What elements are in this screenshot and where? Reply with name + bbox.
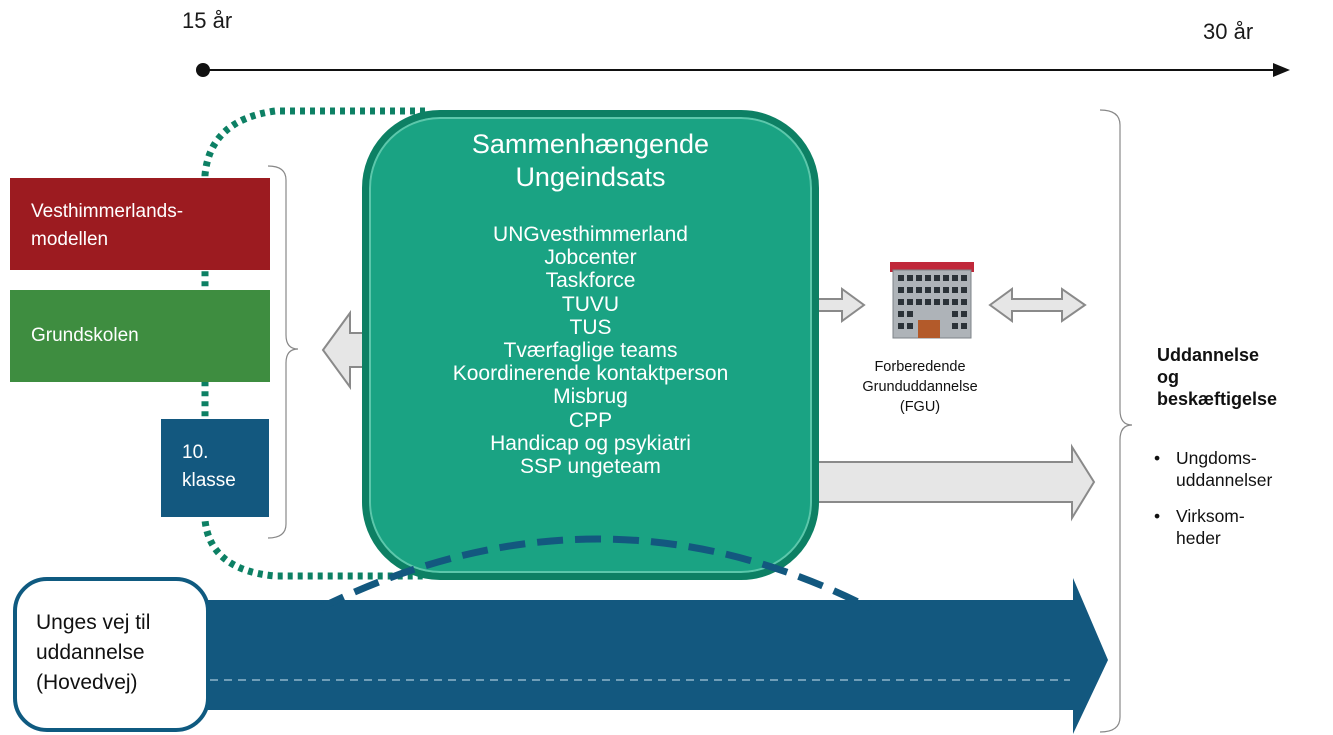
box-vesthimmerlandsmodellen: Vesthimmerlands- modellen	[10, 178, 270, 270]
right-list-item: Virksom- heder	[1150, 505, 1272, 549]
fgu-line3: (FGU)	[899, 399, 941, 415]
main-path-label: Unges vej til uddannelse (Hovedvej)	[36, 611, 151, 694]
double-arrow-icon	[988, 287, 1087, 323]
main-path-label-box	[13, 577, 210, 732]
left-bracket	[267, 165, 299, 539]
center-title-line2: Ungeindsats	[515, 162, 666, 192]
right-heading-line2: og	[1157, 367, 1179, 387]
center-title-line1: Sammenhængende	[471, 129, 710, 159]
center-list-item: Koordinerende kontaktperson	[452, 362, 729, 386]
main-path-arrow	[180, 578, 1108, 734]
center-list-item: CPP	[568, 408, 613, 432]
fgu-label: Forberedende Grunduddannelse (FGU)	[835, 357, 1005, 417]
fgu-line1: Forberedende	[874, 359, 966, 375]
right-bracket	[1099, 109, 1133, 733]
dotted-loop-path	[201, 107, 425, 580]
box-grundskolen: Grundskolen	[10, 290, 270, 382]
center-list-item: Tværfaglige teams	[503, 339, 678, 363]
timeline-end-label: 30 år	[1203, 19, 1254, 44]
right-list-item: Ungdoms- uddannelser	[1150, 447, 1272, 491]
center-list-item: Jobcenter	[544, 246, 637, 270]
timeline-arrowhead	[1273, 63, 1290, 77]
dashed-arc	[318, 535, 872, 612]
box-10-klasse: 10. klasse	[161, 419, 269, 517]
fgu-line2: Grunduddannelse	[862, 379, 978, 395]
center-list-item: UNGvesthimmerland	[493, 223, 688, 246]
center-list-item: Misbrug	[553, 385, 628, 409]
right-heading-line3: beskæftigelse	[1157, 389, 1278, 409]
center-list-item: SSP ungeteam	[520, 455, 661, 479]
center-list-item: Taskforce	[545, 269, 636, 293]
timeline	[196, 63, 1290, 77]
timeline-start-label: 15 år	[182, 8, 233, 33]
center-box	[362, 110, 819, 580]
center-title: Sammenhængende Ungeindsats	[362, 128, 819, 194]
right-heading-line1: Uddannelse	[1157, 345, 1260, 365]
center-list-item: TUS	[569, 315, 612, 339]
center-list-item: Handicap og psykiatri	[490, 431, 691, 455]
building-icon	[890, 262, 974, 339]
right-list: Ungdoms- uddannelser Virksom- heder	[1150, 447, 1272, 563]
center-list-item: TUVU	[561, 292, 620, 316]
right-heading: Uddannelse og beskæftigelse	[1157, 344, 1277, 410]
